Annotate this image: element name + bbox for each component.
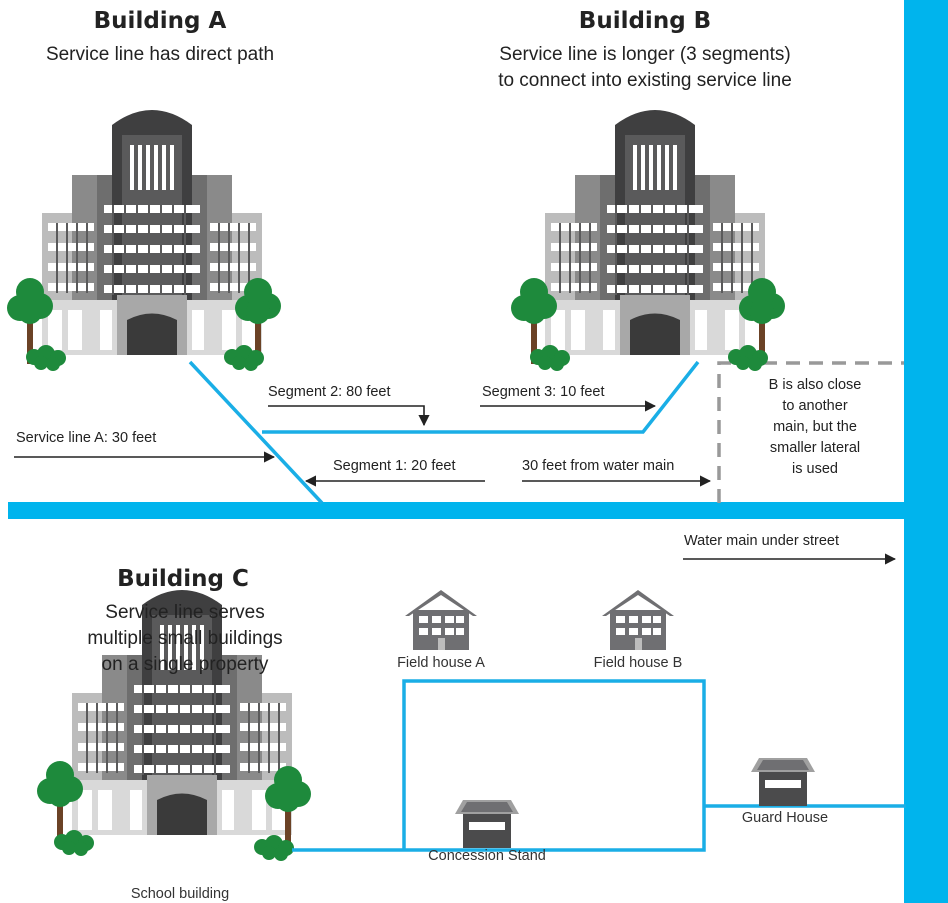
arrow-segment-2: [268, 405, 430, 427]
distance-from-main-label: 30 feet from water main: [522, 458, 675, 474]
school-building-label: School building: [130, 886, 230, 902]
field-house-a-label: Field house A: [397, 655, 485, 671]
water-main-horizontal: [8, 502, 908, 519]
note-line-2: to another: [782, 398, 848, 414]
building-b-subtitle-1: Service line is longer (3 segments): [499, 44, 791, 65]
note-line-5: is used: [792, 461, 838, 477]
concession-stand-label: Concession Stand: [428, 848, 546, 864]
other-main-dashed: [717, 361, 904, 503]
building-a-title: Building A: [93, 8, 227, 34]
building-c-subtitle-1: Service line serves: [105, 602, 265, 623]
field-house-b-label: Field house B: [593, 655, 683, 671]
concession-stand-icon: [455, 800, 519, 848]
water-main-vertical: [904, 0, 948, 903]
segment-3-label: Segment 3: 10 feet: [482, 384, 605, 400]
note-line-3: main, but the: [773, 419, 857, 435]
building-b-subtitle-2: to connect into existing service line: [498, 70, 792, 91]
field-house-a-icon: [405, 590, 477, 650]
building-c-subtitle-3: on a single property: [101, 654, 269, 675]
building-b-icon: [545, 110, 765, 355]
service-line-b: [262, 360, 700, 434]
guard-house-icon: [751, 758, 815, 806]
service-line-a: [188, 360, 324, 505]
building-a-icon: [42, 110, 262, 355]
note-line-1: B is also close: [768, 377, 862, 393]
service-line-c: [292, 679, 906, 852]
building-b-title: Building B: [578, 8, 712, 34]
segment-2-label: Segment 2: 80 feet: [268, 384, 391, 400]
guard-house-label: Guard House: [741, 810, 829, 826]
note-line-4: smaller lateral: [769, 440, 861, 456]
building-c-subtitle-2: multiple small buildings: [87, 628, 283, 649]
building-a-subtitle: Service line has direct path: [45, 44, 275, 65]
field-house-b-icon: [602, 590, 674, 650]
water-main-label: Water main under street: [684, 533, 839, 549]
building-c-title: Building C: [117, 566, 249, 592]
service-line-a-label: Service line A: 30 feet: [16, 430, 157, 446]
segment-1-label: Segment 1: 20 feet: [333, 458, 456, 474]
